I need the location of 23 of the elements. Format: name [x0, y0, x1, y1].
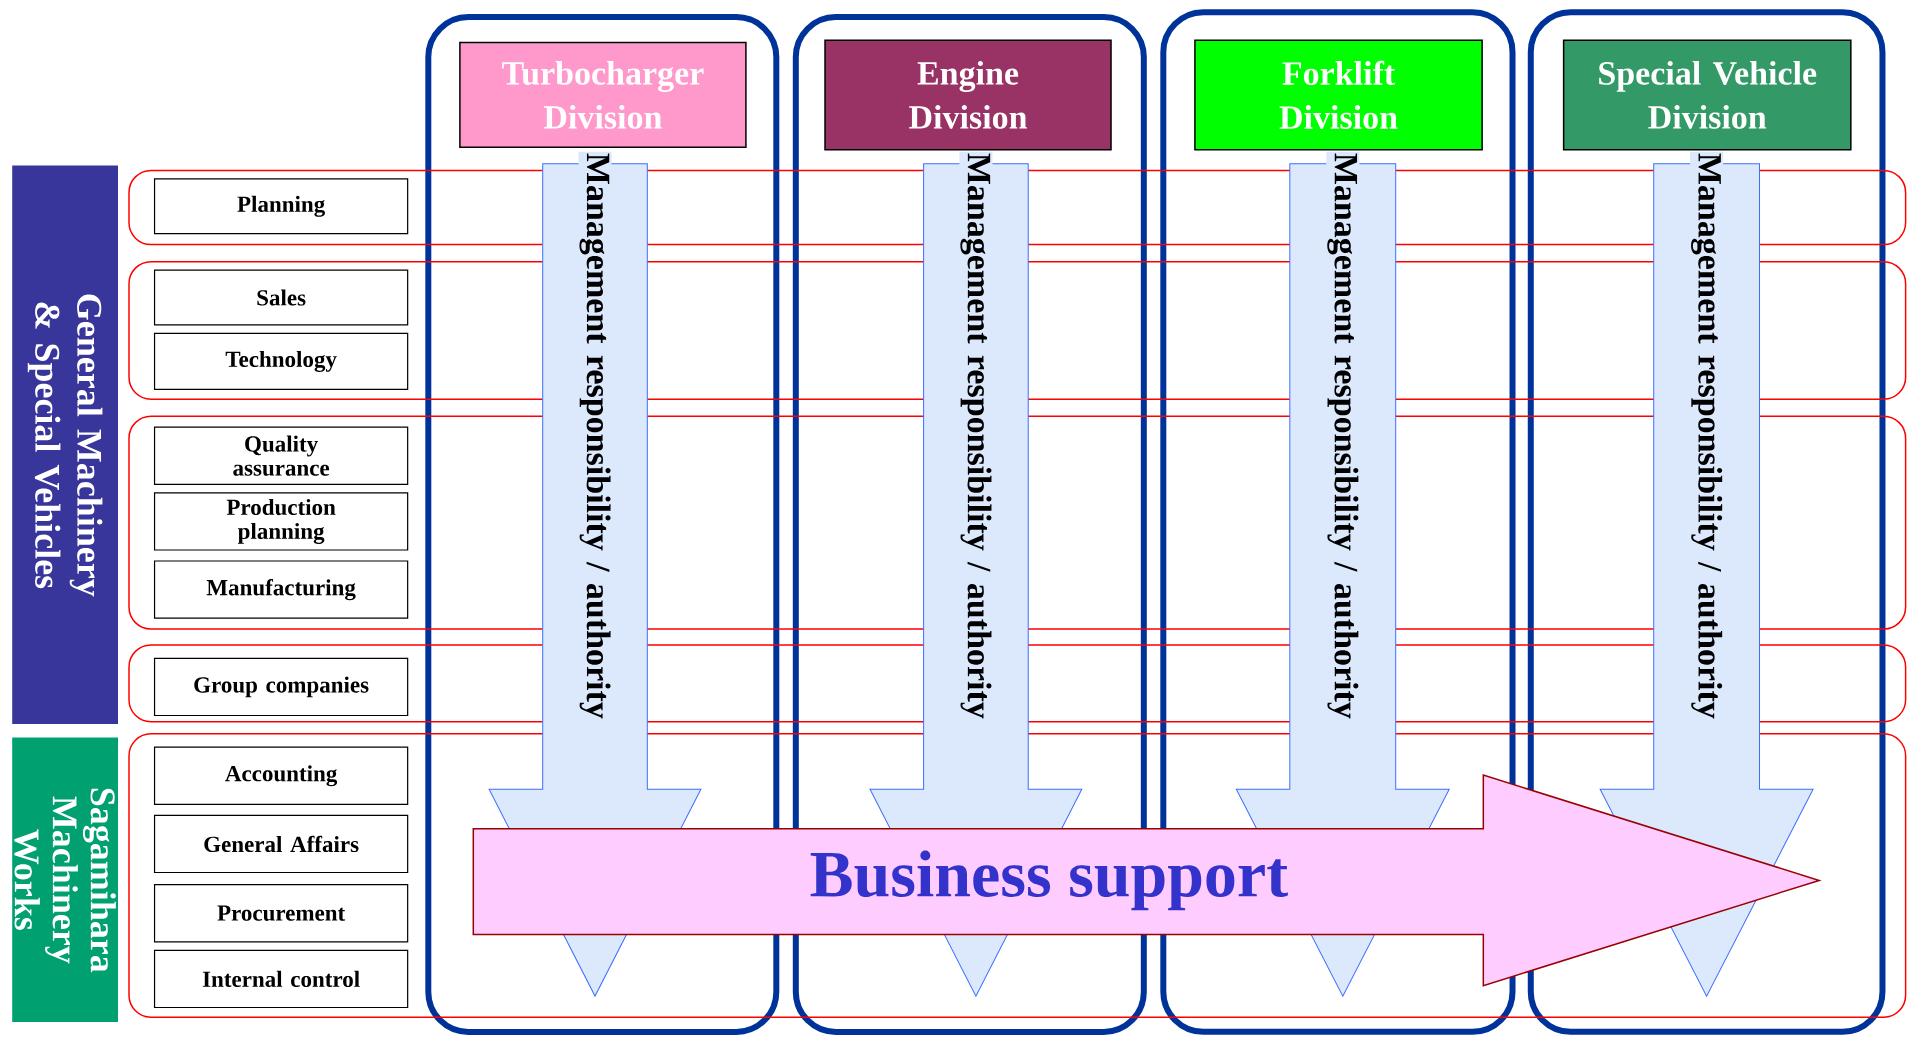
- division-box: Forklift Division: [1194, 39, 1483, 151]
- division-band: Sagamihara Machinery Works: [12, 737, 118, 1023]
- division-frame: [425, 14, 780, 1035]
- function-box: General Affairs: [153, 814, 409, 874]
- function-box: Procurement: [153, 884, 409, 943]
- function-box: Production planning: [153, 492, 409, 551]
- edge-label: Management responsibility / authority: [578, 151, 612, 763]
- function-box: Quality assurance: [153, 426, 409, 485]
- edge-label: Management responsibility / authority: [959, 151, 993, 763]
- function-box: Technology: [153, 332, 409, 390]
- edge-label: Management responsibility / authority: [1690, 151, 1724, 763]
- division-box: Engine Division: [824, 39, 1112, 151]
- division-band: General Machinery & Special Vehicles: [12, 165, 118, 724]
- division-frame: [1527, 9, 1886, 1035]
- function-box: Sales: [153, 269, 409, 326]
- division-box: Special Vehicle Division: [1562, 39, 1852, 151]
- function-box: Planning: [153, 178, 409, 235]
- edge-label: Management responsibility / authority: [1326, 151, 1360, 763]
- function-box: Manufacturing: [153, 560, 409, 619]
- function-box: Group companies: [153, 657, 409, 717]
- function-box: Internal control: [153, 949, 409, 1009]
- function-box: Accounting: [153, 746, 409, 805]
- division-box: Turbocharger Division: [459, 41, 747, 148]
